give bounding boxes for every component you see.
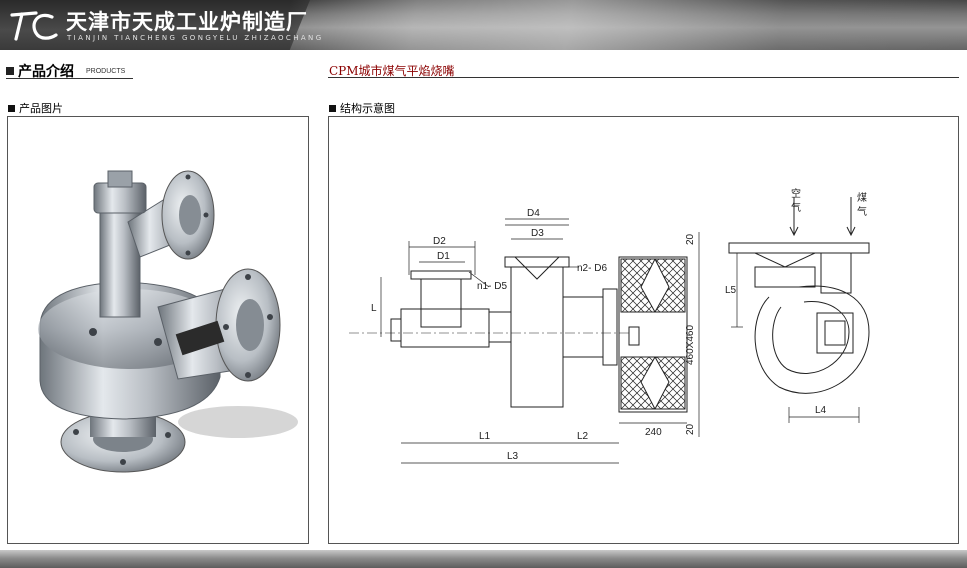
structure-diagram-drawing: D2 D1 D4 D3 n1- D5 n2- D6 L L1 L2 L3 240… <box>349 187 870 464</box>
square-bullet-icon <box>329 105 336 112</box>
air-label-char1: 空 <box>791 187 801 200</box>
dim-label-l5: L5 <box>725 285 737 296</box>
dim-label-l3: L3 <box>507 451 519 462</box>
banner-shine <box>290 0 967 50</box>
dim-label-d3: D3 <box>531 228 544 239</box>
dim-label-20-bottom: 20 <box>685 423 696 435</box>
structure-diagram-panel: D2 D1 D4 D3 n1- D5 n2- D6 L L1 L2 L3 240… <box>328 116 959 544</box>
air-label-char2: 气 <box>791 201 801 214</box>
dim-label-l1: L1 <box>479 431 491 442</box>
product-title-bar: CPM城市煤气平焰烧嘴 <box>328 61 959 78</box>
dim-label-240: 240 <box>645 427 662 438</box>
company-name: 天津市天成工业炉制造厂 <box>66 10 308 34</box>
gas-label-char1: 煤 <box>857 191 867 204</box>
dim-label-d2: D2 <box>433 236 446 247</box>
diagram-heading-label: 结构示意图 <box>340 102 395 115</box>
diagram-heading: 结构示意图 <box>329 100 395 116</box>
square-bullet-icon <box>8 105 15 112</box>
section-title: 产品介绍 <box>18 64 74 80</box>
square-bullet-icon <box>6 67 14 75</box>
dim-label-d4: D4 <box>527 208 540 219</box>
dim-label-l4: L4 <box>815 405 827 416</box>
section-header: 产品介绍 PRODUCTS <box>6 60 133 80</box>
burner-photo-image <box>38 170 298 473</box>
company-pinyin: TIANJIN TIANCHENG GONGYELU ZHIZAOCHANG <box>67 34 324 42</box>
dim-label-20-top: 20 <box>685 233 696 245</box>
gas-label-char2: 气 <box>857 205 867 218</box>
section-subtitle: PRODUCTS <box>86 68 126 75</box>
company-logo-icon <box>10 11 58 41</box>
photo-heading-label: 产品图片 <box>19 102 63 115</box>
dim-label-460: 460X460 <box>685 325 696 365</box>
header-banner: 天津市天成工业炉制造厂 TIANJIN TIANCHENG GONGYELU Z… <box>0 0 967 50</box>
footer-bar <box>0 550 967 568</box>
dim-label-l2: L2 <box>577 431 589 442</box>
dim-label-n2d6: n2- D6 <box>577 263 607 274</box>
dim-label-l: L <box>371 303 377 314</box>
dim-label-n1d5: n1- D5 <box>477 281 507 292</box>
product-photo-panel <box>7 116 309 544</box>
product-title: CPM城市煤气平焰烧嘴 <box>329 64 455 78</box>
dim-label-d1: D1 <box>437 251 450 262</box>
photo-heading: 产品图片 <box>8 100 63 116</box>
